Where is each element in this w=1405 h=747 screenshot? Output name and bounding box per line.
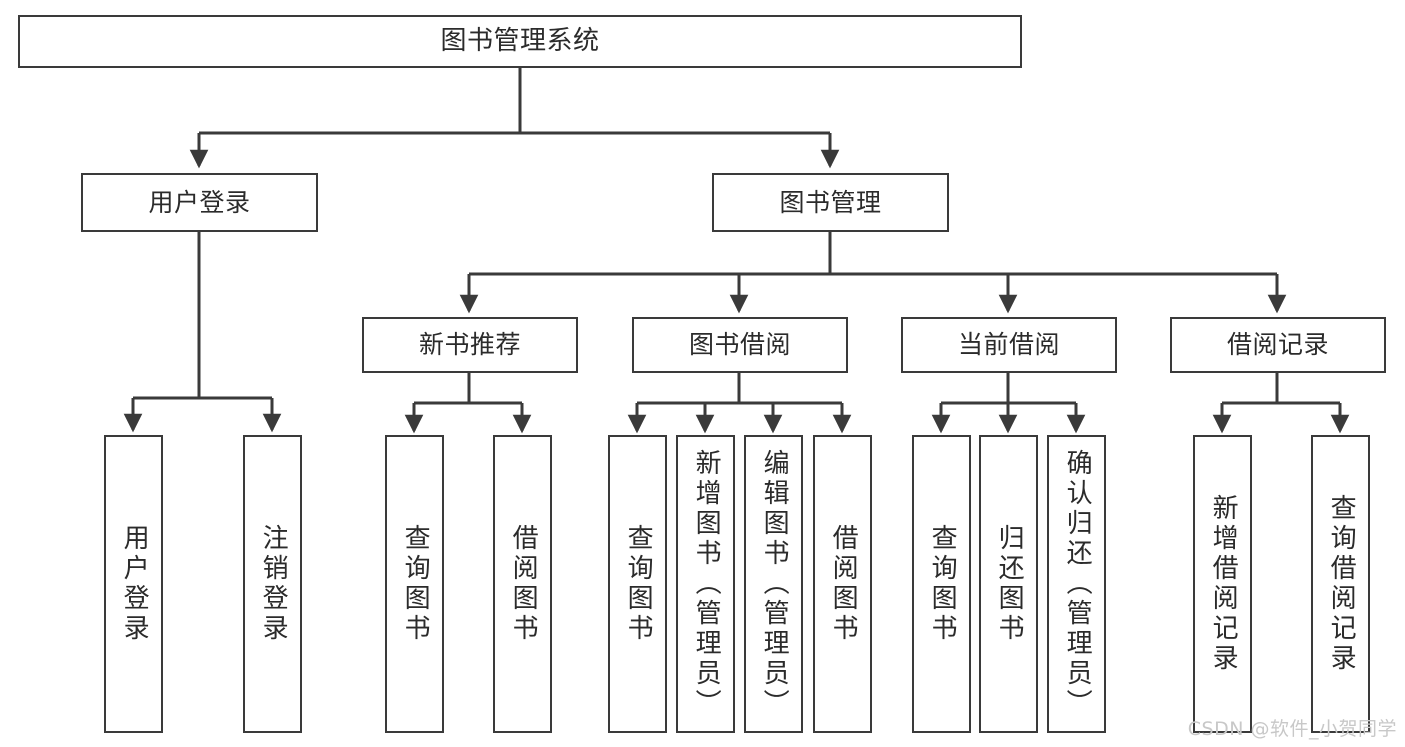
node-leaf-query-book-3[interactable]: 查询图书 <box>912 435 971 733</box>
node-leaf-edit-book[interactable]: 编辑图书（管理员） <box>744 435 803 733</box>
node-label: 当前借阅 <box>957 330 1060 359</box>
node-leaf-borrow-book-1[interactable]: 借阅图书 <box>493 435 552 733</box>
node-new-book-rec[interactable]: 新书推荐 <box>362 317 578 373</box>
node-leaf-borrow-book-2[interactable]: 借阅图书 <box>813 435 872 733</box>
node-label: 新增借阅记录 <box>1208 494 1239 674</box>
node-label: 编辑图书（管理员） <box>759 449 790 719</box>
node-label: 用户登录 <box>148 187 251 217</box>
node-label: 注销登录 <box>258 524 289 644</box>
node-leaf-query-book-2[interactable]: 查询图书 <box>608 435 667 733</box>
node-root-system[interactable]: 图书管理系统 <box>18 15 1022 68</box>
node-leaf-user-logout[interactable]: 注销登录 <box>243 435 302 733</box>
node-label: 查询图书 <box>400 524 431 644</box>
node-label: 图书管理 <box>779 187 882 217</box>
node-label: 用户登录 <box>119 524 150 644</box>
node-leaf-add-book[interactable]: 新增图书（管理员） <box>676 435 735 733</box>
node-leaf-return-book[interactable]: 归还图书 <box>979 435 1038 733</box>
node-current-borrow[interactable]: 当前借阅 <box>901 317 1117 373</box>
node-label: 确认归还（管理员） <box>1062 449 1093 719</box>
node-label: 借阅记录 <box>1226 330 1329 359</box>
node-label: 归还图书 <box>994 524 1025 644</box>
node-label: 新书推荐 <box>418 330 521 359</box>
node-leaf-user-login[interactable]: 用户登录 <box>104 435 163 733</box>
node-label: 借阅图书 <box>508 524 539 644</box>
watermark-text: CSDN @软件_小贺同学 <box>1187 718 1397 740</box>
node-leaf-query-book-1[interactable]: 查询图书 <box>385 435 444 733</box>
node-label: 图书借阅 <box>688 330 791 359</box>
node-borrow-record[interactable]: 借阅记录 <box>1170 317 1386 373</box>
node-user-login[interactable]: 用户登录 <box>81 173 318 232</box>
node-leaf-confirm-return[interactable]: 确认归还（管理员） <box>1047 435 1106 733</box>
node-leaf-add-record[interactable]: 新增借阅记录 <box>1193 435 1252 733</box>
node-label: 图书管理系统 <box>440 25 600 56</box>
node-label: 新增图书（管理员） <box>691 449 722 719</box>
node-label: 查询图书 <box>623 524 654 644</box>
node-book-borrow[interactable]: 图书借阅 <box>632 317 848 373</box>
node-label: 查询借阅记录 <box>1326 494 1357 674</box>
node-book-manage[interactable]: 图书管理 <box>712 173 949 232</box>
node-label: 查询图书 <box>927 524 958 644</box>
node-label: 借阅图书 <box>828 524 859 644</box>
node-leaf-query-record[interactable]: 查询借阅记录 <box>1311 435 1370 733</box>
